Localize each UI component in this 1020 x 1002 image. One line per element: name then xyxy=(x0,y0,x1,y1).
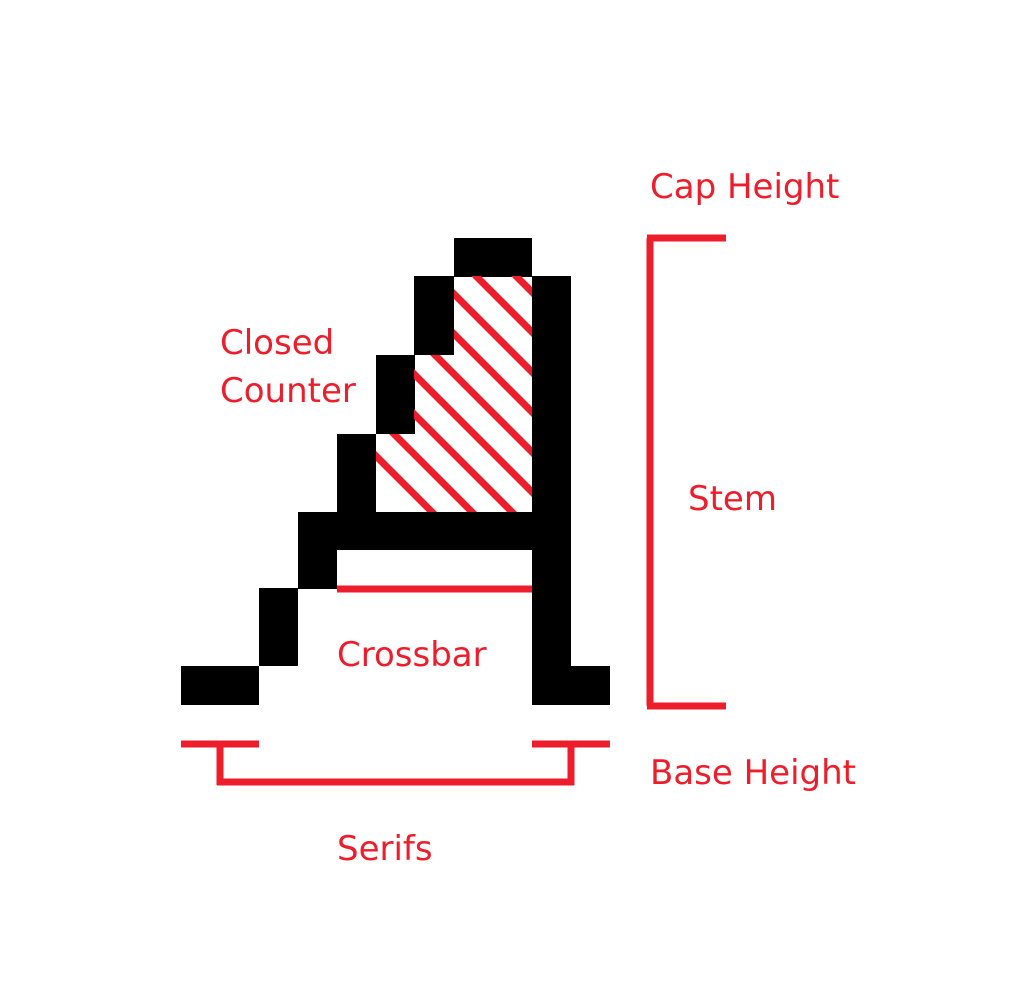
left-serif xyxy=(181,666,259,705)
closed-counter-label-line2: Counter xyxy=(220,371,356,411)
stem-bracket xyxy=(646,234,726,710)
closed-counter-hatching xyxy=(376,276,532,512)
base-height-label: Base Height xyxy=(650,753,856,793)
serifs-bracket xyxy=(181,740,610,786)
closed-counter-label-line1: Closed xyxy=(220,323,334,363)
left-diagonal-step-3 xyxy=(337,434,376,512)
pixel-letter-a xyxy=(181,238,610,705)
left-diagonal-step-5 xyxy=(259,588,298,666)
right-serif xyxy=(532,666,610,705)
crossbar-bar xyxy=(298,512,532,550)
right-stem xyxy=(532,276,571,705)
stem-label: Stem xyxy=(688,479,777,519)
left-diagonal-step-1 xyxy=(414,276,454,355)
left-diagonal-step-4 xyxy=(298,549,337,589)
crossbar-label: Crossbar xyxy=(337,635,487,675)
apex-pixel-block xyxy=(454,238,532,277)
serifs-label: Serifs xyxy=(337,829,433,869)
left-diagonal-step-2 xyxy=(376,355,415,434)
cap-height-label: Cap Height xyxy=(650,167,839,207)
